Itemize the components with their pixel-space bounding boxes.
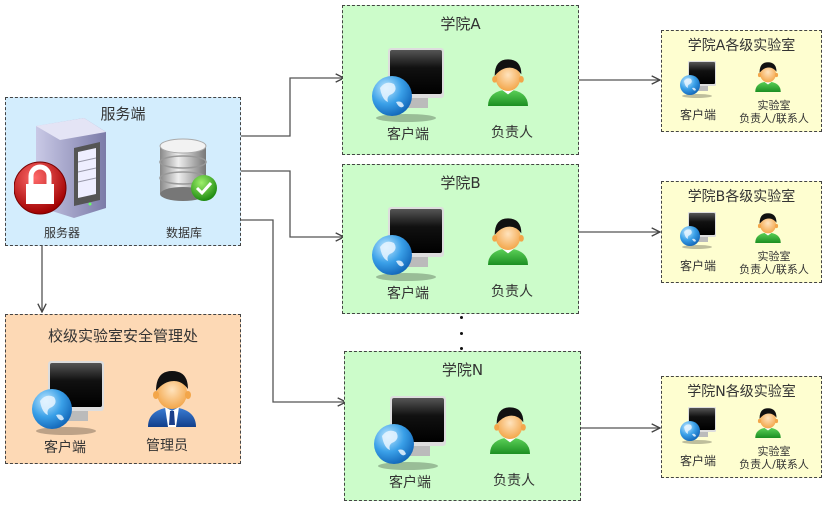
college-b-group: 学院B 客户端 负责人 xyxy=(342,164,579,314)
lab-n-title: 学院N各级实验室 xyxy=(687,384,796,400)
college-n-client-label: 客户端 xyxy=(389,475,431,491)
wire-server-to-college-b xyxy=(241,170,344,237)
lab-a-group: 学院A各级实验室 客户端 实验室 负责人/联系人 xyxy=(661,30,822,132)
admin-office-group: 校级实验室安全管理处 客户端 管理员 xyxy=(5,314,241,464)
person-icon xyxy=(485,402,535,456)
college-a-person-label: 负责人 xyxy=(491,125,533,141)
server-group-title: 服务端 xyxy=(100,105,146,123)
admin-office-title: 校级实验室安全管理处 xyxy=(47,327,198,345)
ellipsis-dot xyxy=(460,316,463,319)
college-n-group: 学院N 客户端 负责人 xyxy=(344,351,581,501)
college-a-client-label: 客户端 xyxy=(387,127,429,143)
person-icon xyxy=(752,405,784,439)
college-a-title: 学院A xyxy=(440,15,481,33)
server-label: 服务器 xyxy=(44,226,81,240)
database-label: 数据库 xyxy=(166,226,203,240)
lab-b-person-label: 实验室 负责人/联系人 xyxy=(734,250,814,276)
lab-a-person-label-line1: 实验室 xyxy=(757,99,791,112)
person-icon xyxy=(483,54,533,108)
lab-a-person-label: 实验室 负责人/联系人 xyxy=(734,99,814,125)
client-computer-icon xyxy=(368,44,448,124)
admin-client-label: 客户端 xyxy=(44,440,86,456)
client-computer-icon xyxy=(678,210,718,250)
admin-label: 管理员 xyxy=(146,438,188,454)
college-n-person-label: 负责人 xyxy=(493,473,535,489)
client-computer-icon xyxy=(28,357,108,437)
ellipsis-dot xyxy=(460,347,463,350)
lab-b-title: 学院B各级实验室 xyxy=(687,189,796,205)
person-icon xyxy=(752,210,784,244)
server-group: 服务端 服务器 数据库 xyxy=(5,97,241,246)
college-a-group: 学院A 客户端 负责人 xyxy=(342,5,579,155)
wire-server-to-college-n xyxy=(241,219,346,402)
wire-server-to-college-a xyxy=(241,78,344,137)
lab-n-group: 学院N各级实验室 客户端 实验室 负责人/联系人 xyxy=(661,376,822,478)
admin-person-icon xyxy=(142,365,202,429)
client-computer-icon xyxy=(368,203,448,283)
lab-n-client-label: 客户端 xyxy=(680,454,717,468)
lab-n-person-label-line1: 实验室 xyxy=(757,445,791,458)
college-b-client-label: 客户端 xyxy=(387,286,429,302)
lab-b-person-label-line2: 负责人/联系人 xyxy=(739,263,809,276)
lab-a-client-label: 客户端 xyxy=(680,108,717,122)
person-icon xyxy=(483,213,533,267)
server-icon xyxy=(14,118,106,218)
client-computer-icon xyxy=(678,59,718,99)
ellipsis-dot xyxy=(460,332,463,335)
college-b-title: 学院B xyxy=(440,174,481,192)
lab-b-group: 学院B各级实验室 客户端 实验室 负责人/联系人 xyxy=(661,181,822,283)
college-n-title: 学院N xyxy=(441,361,484,379)
lab-a-person-label-line2: 负责人/联系人 xyxy=(739,112,809,125)
database-icon xyxy=(159,138,217,201)
client-computer-icon xyxy=(370,392,450,472)
lab-a-title: 学院A各级实验室 xyxy=(687,38,796,54)
college-b-person-label: 负责人 xyxy=(491,284,533,300)
lab-b-client-label: 客户端 xyxy=(680,259,717,273)
lab-n-person-label-line2: 负责人/联系人 xyxy=(739,458,809,471)
client-computer-icon xyxy=(678,405,718,445)
lab-b-person-label-line1: 实验室 xyxy=(757,250,791,263)
lab-n-person-label: 实验室 负责人/联系人 xyxy=(734,445,814,471)
person-icon xyxy=(752,59,784,93)
